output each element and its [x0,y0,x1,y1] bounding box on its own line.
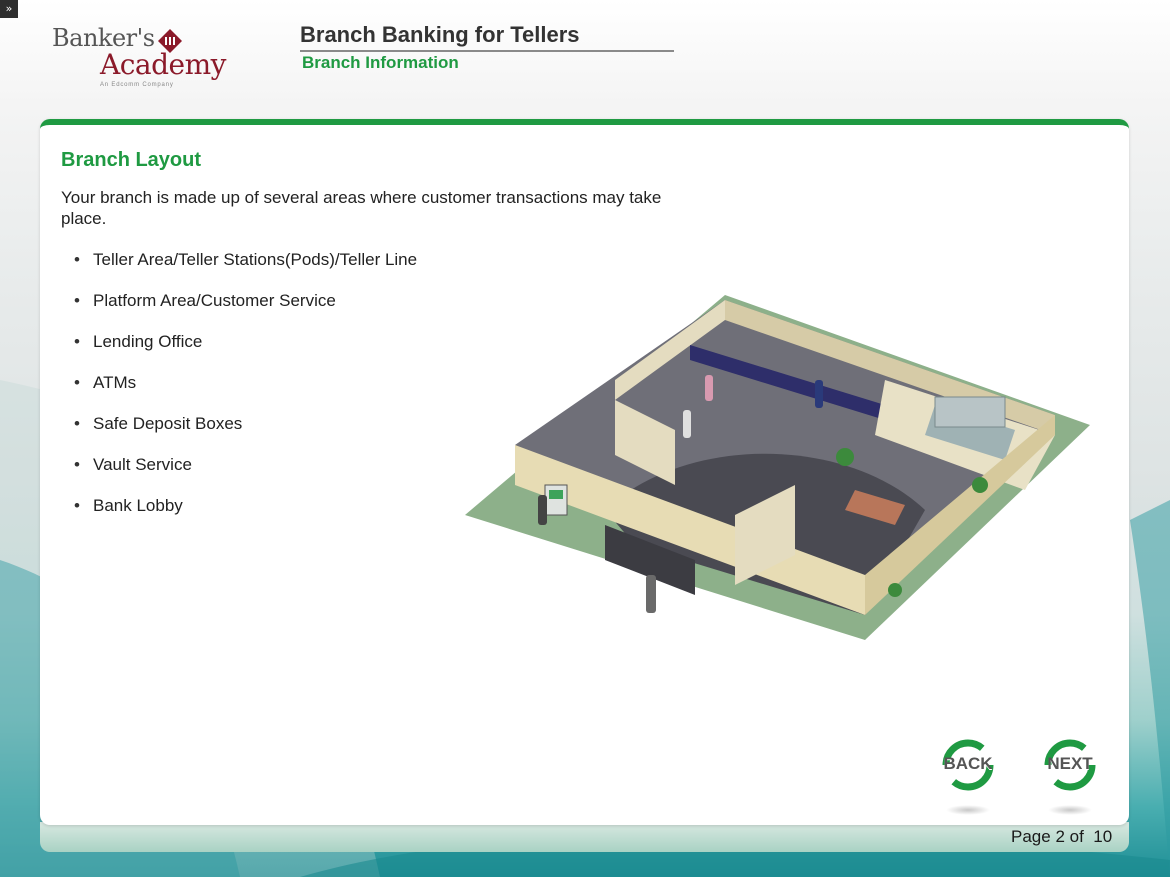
logo-line2: Academy [100,48,226,81]
back-label: BACK [943,754,993,773]
back-ring-icon [942,739,994,791]
list-item: Vault Service [74,454,417,495]
list-item: Teller Area/Teller Stations(Pods)/Teller… [74,249,417,290]
logo-line1: Banker's [52,24,155,52]
branch-areas-list: Teller Area/Teller Stations(Pods)/Teller… [74,249,417,536]
page-prefix: Page [1011,827,1051,846]
next-shadow [1048,805,1092,815]
logo-diamond-icon [158,29,182,53]
page-indicator: Page 2 of 10 [1011,827,1112,847]
next-button[interactable]: NEXT [1044,739,1096,819]
page-current: 2 [1055,827,1065,846]
list-item: Safe Deposit Boxes [74,413,417,454]
list-item: Bank Lobby [74,495,417,536]
section-title: Branch Layout [61,149,202,171]
intro-text: Your branch is made up of several areas … [61,188,662,228]
back-button[interactable]: BACK [942,739,994,819]
list-item: Lending Office [74,331,417,372]
page-of: of [1069,827,1084,846]
course-title: Branch Banking for Tellers [300,22,674,52]
branch-floorplan-illustration [465,295,1090,640]
panel-footer-bar [40,822,1129,852]
back-shadow [946,805,990,815]
next-label: NEXT [1047,754,1093,773]
logo-tagline: An Edcomm Company [100,82,174,88]
page-total: 10 [1093,827,1113,846]
list-item: ATMs [74,372,417,413]
bankers-academy-logo: Banker's Academy An Edcomm Company [50,24,226,92]
module-title: Branch Information [302,53,459,72]
list-item: Platform Area/Customer Service [74,290,417,331]
next-ring-icon [1044,739,1096,791]
content-panel: Branch Layout Your branch is made up of … [40,119,1129,825]
menu-toggle-button[interactable]: » [0,0,18,18]
